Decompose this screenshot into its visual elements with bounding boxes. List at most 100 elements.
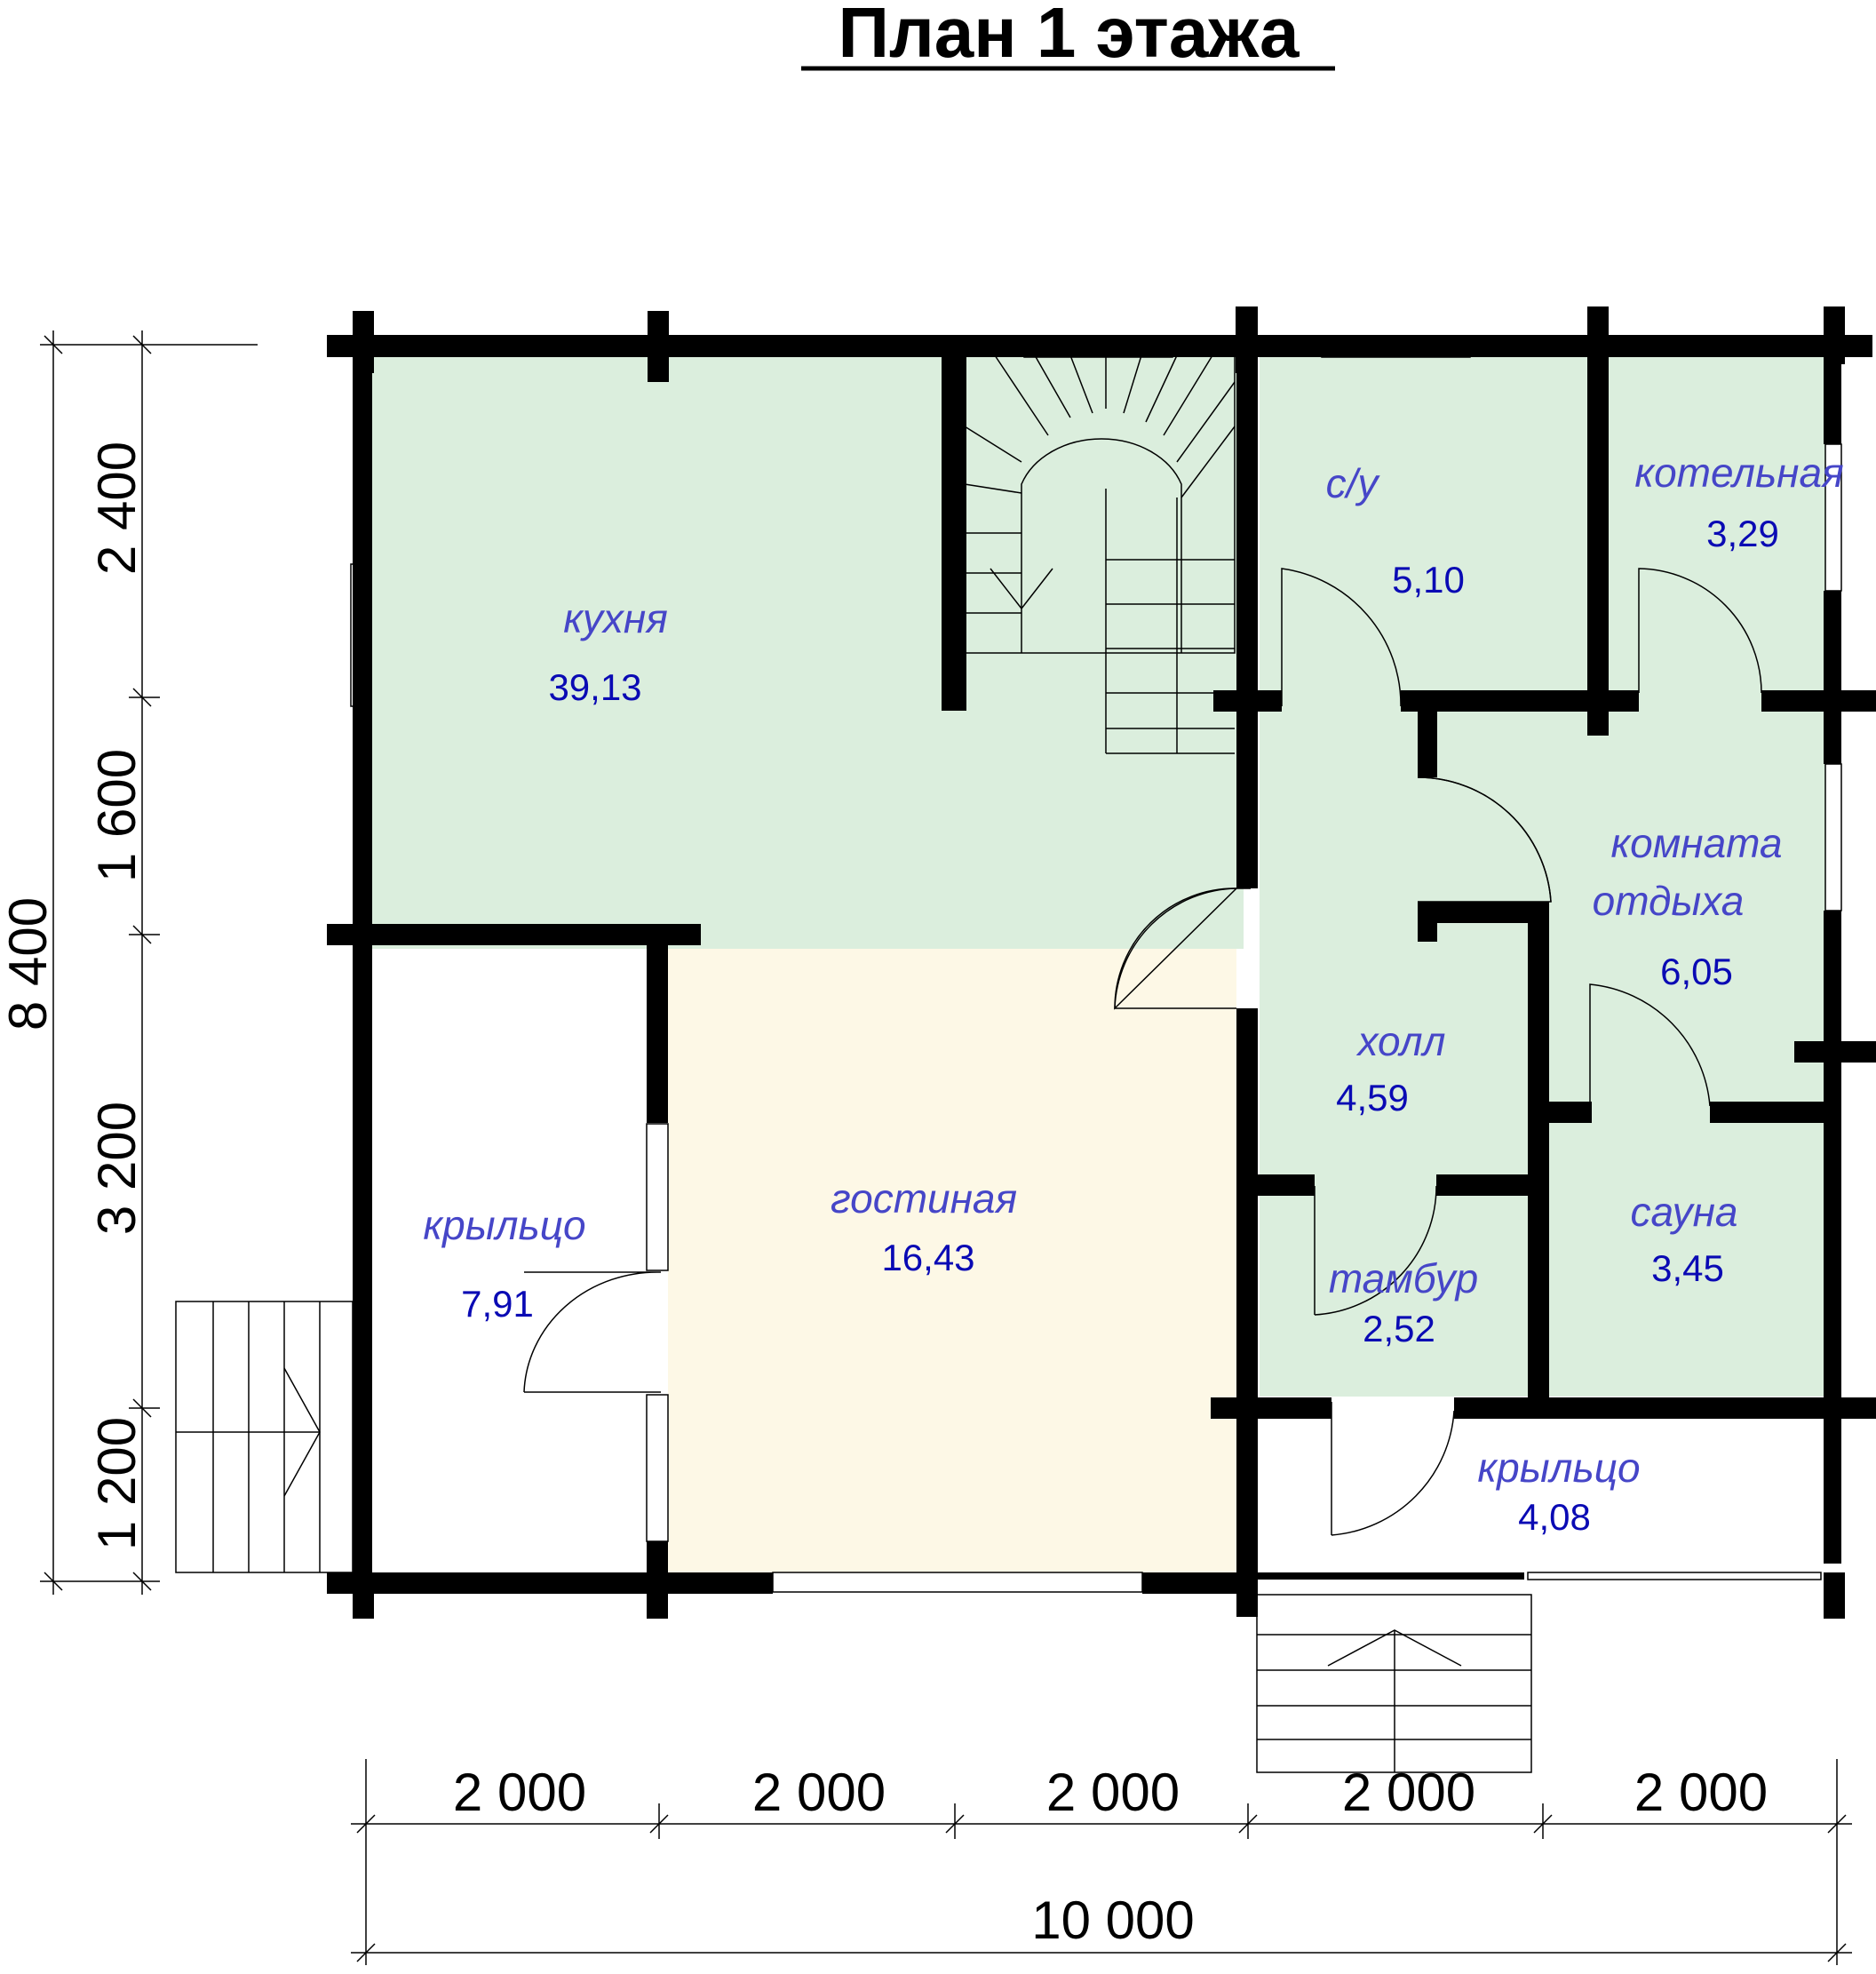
window-porch-living-2: [646, 1394, 669, 1542]
dim-tick: [44, 335, 63, 354]
door-boiler: [1638, 568, 1762, 694]
dim-v-total: 8 400: [0, 897, 58, 1031]
dim-tick: [356, 1943, 376, 1962]
wall-kitchen-post: [648, 355, 669, 380]
steps-bottom-arrow-icon: [1327, 1629, 1462, 1667]
wall-hall-sauna: [1528, 902, 1549, 1399]
window-south-living: [772, 1572, 1143, 1593]
dim-v-2: 1 600: [87, 749, 147, 882]
label-tambour-area: 2,52: [1363, 1308, 1435, 1349]
wall-under-boiler: [1761, 690, 1876, 712]
post: [1824, 1572, 1845, 1619]
door-kitchen-hall-leaf: [1114, 888, 1237, 1009]
dim-tick: [44, 1572, 63, 1591]
wall-living-west: [647, 945, 668, 1123]
label-kitchen-name: кухня: [563, 595, 668, 641]
wall-rest-sauna: [1549, 1102, 1592, 1123]
dim-tick: [649, 1814, 669, 1834]
porch-right-fill: [1260, 1413, 1826, 1572]
label-living-name: гостиная: [831, 1175, 1017, 1222]
label-rest-name-2: отдыха: [1593, 878, 1745, 924]
stair-riser: [1123, 354, 1142, 414]
wall-east-notch: [1794, 1041, 1876, 1063]
label-hall-name: холл: [1356, 1018, 1446, 1064]
label-boiler-area: 3,29: [1706, 513, 1779, 554]
dim-h-4: 2 000: [1342, 1763, 1475, 1822]
wall-center-2: [1236, 1008, 1258, 1617]
wall-hall-tambour: [1258, 1174, 1315, 1196]
window-east-rest: [1824, 763, 1842, 911]
label-sauna-area: 3,45: [1651, 1247, 1724, 1289]
dim-h-2: 2 000: [752, 1763, 886, 1822]
wall-top: [327, 335, 1872, 357]
dim-h-3: 2 000: [1046, 1763, 1180, 1822]
dim-tick: [1533, 1814, 1553, 1834]
stair-riser: [994, 354, 1049, 436]
dim-h-1: 2 000: [453, 1763, 586, 1822]
wall-center: [1236, 306, 1258, 888]
label-hall-area: 4,59: [1336, 1077, 1409, 1118]
walls: [327, 306, 1876, 1619]
stair-arrow-icon: [990, 568, 1053, 610]
label-rest-area: 6,05: [1660, 951, 1733, 992]
stair-riser: [1176, 381, 1236, 463]
door-porch-right: [1331, 1402, 1455, 1536]
dim-tick: [132, 1398, 152, 1418]
door-rest-top2: [1417, 776, 1552, 903]
label-porch-left-name: крыльцо: [423, 1202, 585, 1248]
doors: [523, 568, 1762, 1536]
steps-bottom: [1256, 1594, 1532, 1773]
label-kitchen-area: 39,13: [548, 666, 641, 708]
wall-west: [353, 335, 372, 1579]
dimensions-vertical: [40, 330, 258, 1595]
dim-tick: [1827, 1943, 1847, 1962]
label-boiler-name: котельная: [1634, 450, 1843, 496]
wall-under-wc: [1213, 690, 1282, 712]
dim-tick: [132, 335, 152, 354]
window-porch-right: [1527, 1572, 1822, 1580]
dimension-labels-horizontal: 2 000 2 000 2 000 2 000 2 000 10 000: [453, 1763, 1768, 1950]
post: [1824, 306, 1845, 364]
dim-tick: [132, 1572, 152, 1591]
label-living-area: 16,43: [881, 1237, 974, 1278]
label-porch-left-area: 7,91: [461, 1283, 534, 1325]
post: [647, 1572, 668, 1619]
dim-tick: [945, 1814, 965, 1834]
living-fill: [668, 949, 1236, 1572]
dim-tick: [132, 925, 152, 944]
label-sauna-name: сауна: [1631, 1189, 1738, 1235]
plan-title: План 1 этажа: [838, 0, 1300, 72]
door-wc: [1281, 568, 1402, 707]
dimensions-horizontal: [351, 1759, 1852, 1965]
wall-kitchen-porch: [353, 924, 701, 945]
dim-tick: [132, 688, 152, 707]
wall-east-3: [1824, 911, 1841, 1421]
steps-left-arrow-icon: [283, 1367, 321, 1497]
label-wc-area: 5,10: [1392, 559, 1465, 601]
wall-under-wc-2: [1401, 690, 1639, 712]
kitchen-fill: [366, 355, 1244, 949]
wall-tambour-porch: [1211, 1397, 1331, 1419]
wall-east-4: [1824, 1413, 1841, 1564]
wall-hall-rest-2: [1418, 902, 1546, 923]
label-wc-name: с/у: [1326, 460, 1381, 506]
window-porch-living-1: [646, 1123, 669, 1271]
dimension-labels-vertical: 2 400 1 600 3 200 1 200 8 400: [0, 442, 147, 1550]
stair-riser: [1145, 354, 1178, 423]
wall-hall-rest: [1418, 711, 1437, 777]
wall-south-3: [1258, 1572, 1524, 1580]
post: [1587, 306, 1609, 364]
dim-h-5: 2 000: [1634, 1763, 1768, 1822]
door-tambour: [1314, 1185, 1437, 1316]
stair-riser: [964, 426, 1022, 463]
label-porch-right-name: крыльцо: [1477, 1445, 1640, 1491]
label-porch-right-area: 4,08: [1518, 1496, 1591, 1538]
wall-wc-boiler: [1587, 355, 1609, 736]
stair-riser: [1069, 354, 1093, 414]
room-fills: [366, 355, 1826, 1572]
wall-hall-tambour-2: [1436, 1174, 1530, 1196]
door-sauna: [1589, 983, 1711, 1119]
wall-south: [327, 1572, 773, 1594]
stair-riser: [1034, 354, 1071, 418]
